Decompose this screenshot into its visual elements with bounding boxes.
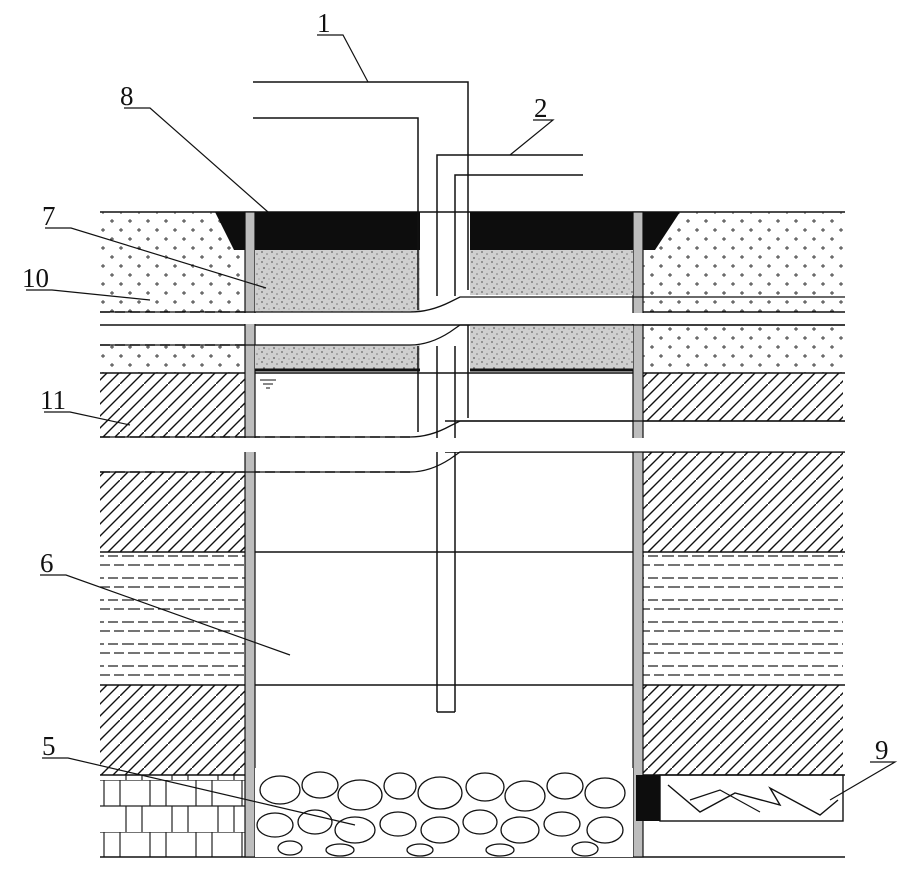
- label-2: 2: [534, 93, 548, 123]
- label-5: 5: [42, 731, 56, 761]
- label-8: 8: [120, 81, 134, 111]
- side-plug: [636, 775, 660, 821]
- label-6: 6: [40, 548, 54, 578]
- label-11: 11: [40, 385, 66, 415]
- gravel-bed-5: [255, 768, 633, 857]
- sealing-cap-8: [215, 212, 680, 250]
- label-1: 1: [317, 8, 331, 38]
- sand-backfill-7: [255, 250, 633, 370]
- label-10: 10: [22, 263, 49, 293]
- label-9: 9: [875, 735, 889, 765]
- label-7: 7: [42, 201, 56, 231]
- water-level-marker: [260, 380, 276, 388]
- aquifer-dashed-layer: [100, 552, 843, 685]
